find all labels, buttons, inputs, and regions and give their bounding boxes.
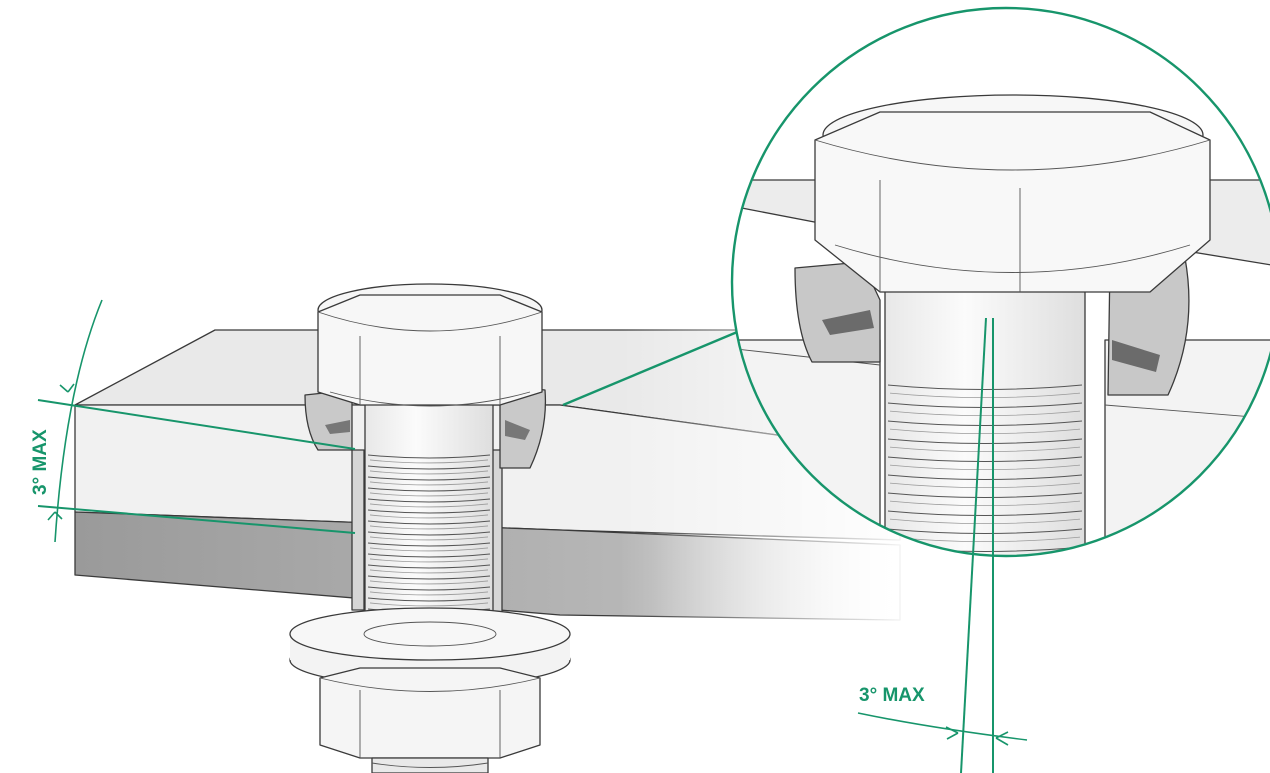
thread-groove <box>887 420 1083 426</box>
thread-groove <box>367 498 491 503</box>
thread-crest <box>369 481 489 486</box>
thread-crest <box>369 558 489 563</box>
thread-groove <box>887 474 1083 480</box>
thread-crest <box>889 518 1081 524</box>
left-bolt-tail <box>371 757 489 773</box>
left-angle-indicator: 3° MAX <box>30 299 356 543</box>
thread-groove <box>367 531 491 536</box>
thread-crest <box>889 500 1081 506</box>
thread-groove <box>887 492 1083 498</box>
thread-groove <box>367 542 491 547</box>
thread-crest <box>369 503 489 508</box>
thread-crest <box>369 602 489 607</box>
thread-crest <box>369 580 489 585</box>
left-angle-arc <box>54 299 103 543</box>
thread-crest <box>369 514 489 519</box>
zoom-hex-head <box>814 94 1211 293</box>
left-bolt-shaft <box>364 399 494 636</box>
right-angle-indicator: 3° MAX <box>857 317 1028 773</box>
thread-crest <box>889 392 1081 398</box>
right-angle-arc <box>857 712 1028 741</box>
zoom-circle-outline <box>730 6 1270 558</box>
thread-groove <box>367 520 491 525</box>
thread-crest <box>369 459 489 464</box>
thread-crest <box>369 470 489 475</box>
thread-crest <box>889 410 1081 416</box>
zoom-bolt-threads <box>887 384 1083 556</box>
left-assembly <box>74 283 920 773</box>
thread-groove <box>367 454 491 459</box>
zoom-lock-washer-left <box>794 261 881 363</box>
left-angle-label: 3° MAX <box>30 429 51 495</box>
thread-crest <box>369 591 489 596</box>
thread-crest <box>369 569 489 574</box>
thread-crest <box>889 446 1081 452</box>
thread-groove <box>887 528 1083 534</box>
thread-groove <box>367 575 491 580</box>
left-hex-head <box>317 283 543 407</box>
tilted-axis-line <box>960 317 987 773</box>
thread-groove <box>887 438 1083 444</box>
thread-groove <box>367 597 491 602</box>
thread-crest <box>369 536 489 541</box>
thread-groove <box>367 465 491 470</box>
thread-groove <box>367 586 491 591</box>
plate-cut-left <box>351 449 365 611</box>
right-angle-label: 3° MAX <box>859 685 925 706</box>
thread-groove <box>887 384 1083 390</box>
left-bolt-threads <box>367 454 491 629</box>
thread-crest <box>889 482 1081 488</box>
thread-groove <box>887 456 1083 462</box>
thread-groove <box>367 553 491 558</box>
left-bottom-face-line <box>37 505 356 534</box>
thread-groove <box>887 510 1083 516</box>
thread-crest <box>889 428 1081 434</box>
thread-groove <box>367 509 491 514</box>
thread-crest <box>369 492 489 497</box>
thread-crest <box>369 547 489 552</box>
left-nut <box>319 667 541 759</box>
thread-groove <box>367 476 491 481</box>
thread-groove <box>887 402 1083 408</box>
left-top-face-line <box>37 399 356 450</box>
thread-groove <box>367 487 491 492</box>
thread-crest <box>889 464 1081 470</box>
thread-crest <box>369 525 489 530</box>
zoom-leader-line <box>562 328 743 407</box>
thread-groove <box>367 564 491 569</box>
left-lock-washer <box>304 384 547 469</box>
